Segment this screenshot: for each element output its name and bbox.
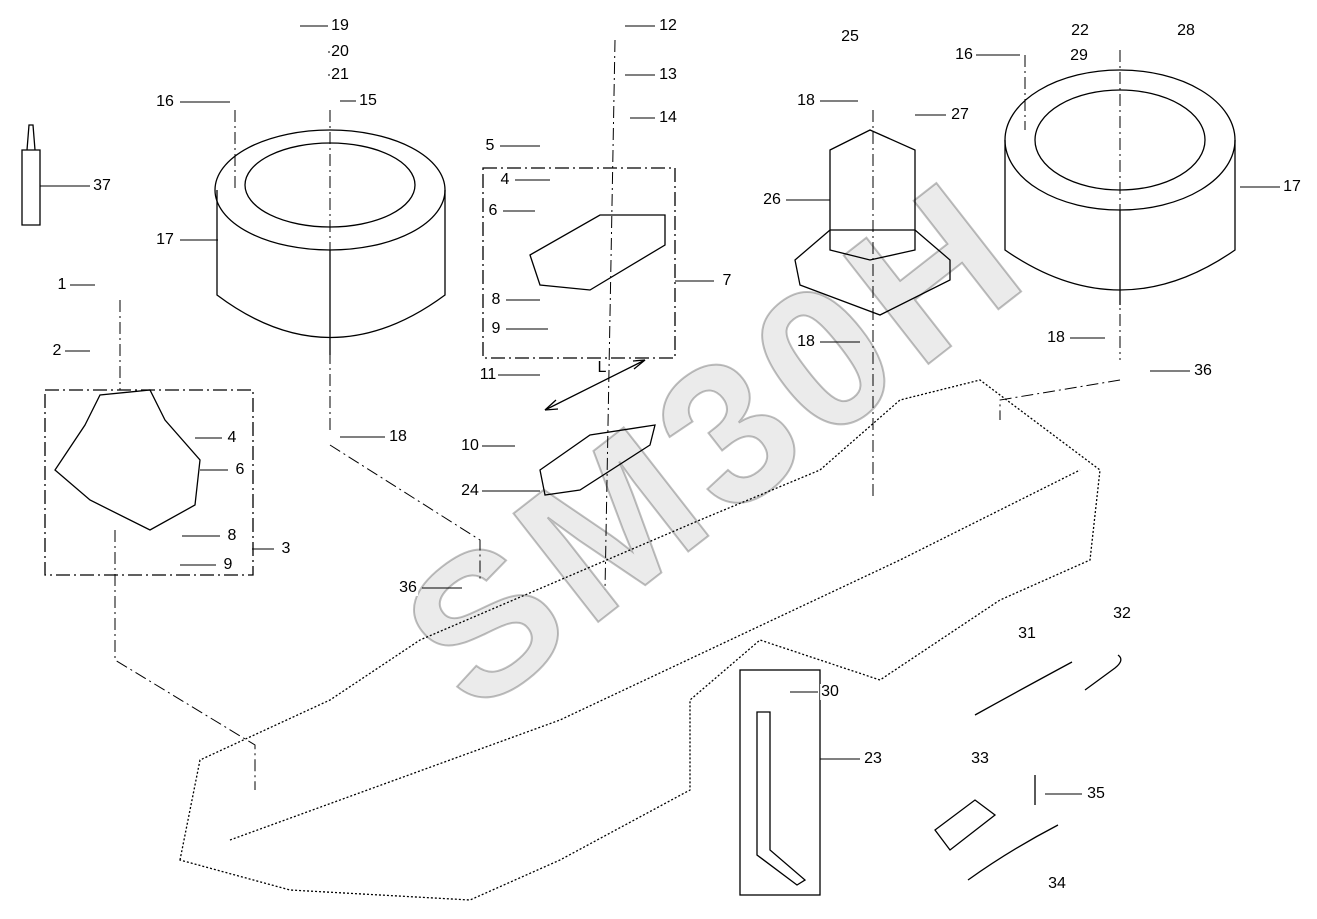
callout-32: 32 [1112,605,1132,622]
knife-disc [529,214,666,291]
callout-30: 30 [820,683,840,700]
callout-36: 36 [398,579,418,596]
callout-24: 24 [460,482,480,499]
callout-18: 18 [1046,329,1066,346]
callout-16: 16 [954,46,974,63]
callout-31: 31 [1017,625,1037,642]
callout-17: 17 [1282,178,1302,195]
dimension-label: L [597,359,607,376]
callout-34: 34 [1047,875,1067,892]
callout-18: 18 [796,92,816,109]
callout-18: 18 [796,333,816,350]
callout-26: 26 [762,191,782,208]
callout-2: 2 [51,342,63,359]
callout-28: 28 [1176,22,1196,39]
callout-21: 21 [330,66,350,83]
callout-15: 15 [358,92,378,109]
callout-33: 33 [970,750,990,767]
gear-housing [794,129,951,316]
callout-14: 14 [658,109,678,126]
group-box-23 [739,669,821,896]
callout-35: 35 [1086,785,1106,802]
callout-23: 23 [863,750,883,767]
callout-8: 8 [226,527,238,544]
pin-32 [1084,654,1122,691]
callout-20: 20 [330,43,350,60]
wire-34 [967,824,1059,881]
callout-29: 29 [1069,47,1089,64]
callout-5: 5 [484,137,496,154]
callout-12: 12 [658,17,678,34]
callout-25: 25 [840,28,860,45]
callout-6: 6 [234,461,246,478]
callout-16: 16 [155,93,175,110]
callout-22: 22 [1070,22,1090,39]
callout-6: 6 [487,202,499,219]
group-box-3 [44,389,254,576]
wire-31 [974,661,1073,716]
callout-9: 9 [222,556,234,573]
callout-19: 19 [330,17,350,34]
callout-36: 36 [1193,362,1213,379]
callout-1: 1 [56,276,68,293]
callout-37: 37 [92,177,112,194]
callout-7: 7 [721,272,733,289]
callout-9: 9 [490,320,502,337]
callout-11: 11 [478,366,498,383]
disc-24 [539,424,656,496]
clip-33 [934,799,997,851]
callout-4: 4 [226,429,238,446]
callout-18: 18 [388,428,408,445]
cone-hub [54,389,201,531]
group-box-7 [482,167,676,359]
callout-13: 13 [658,66,678,83]
callout-4: 4 [499,171,511,188]
callout-8: 8 [490,291,502,308]
callout-3: 3 [280,540,292,557]
tube-37 [21,124,41,226]
callout-10: 10 [460,437,480,454]
callout-17: 17 [155,231,175,248]
callout-27: 27 [950,106,970,123]
